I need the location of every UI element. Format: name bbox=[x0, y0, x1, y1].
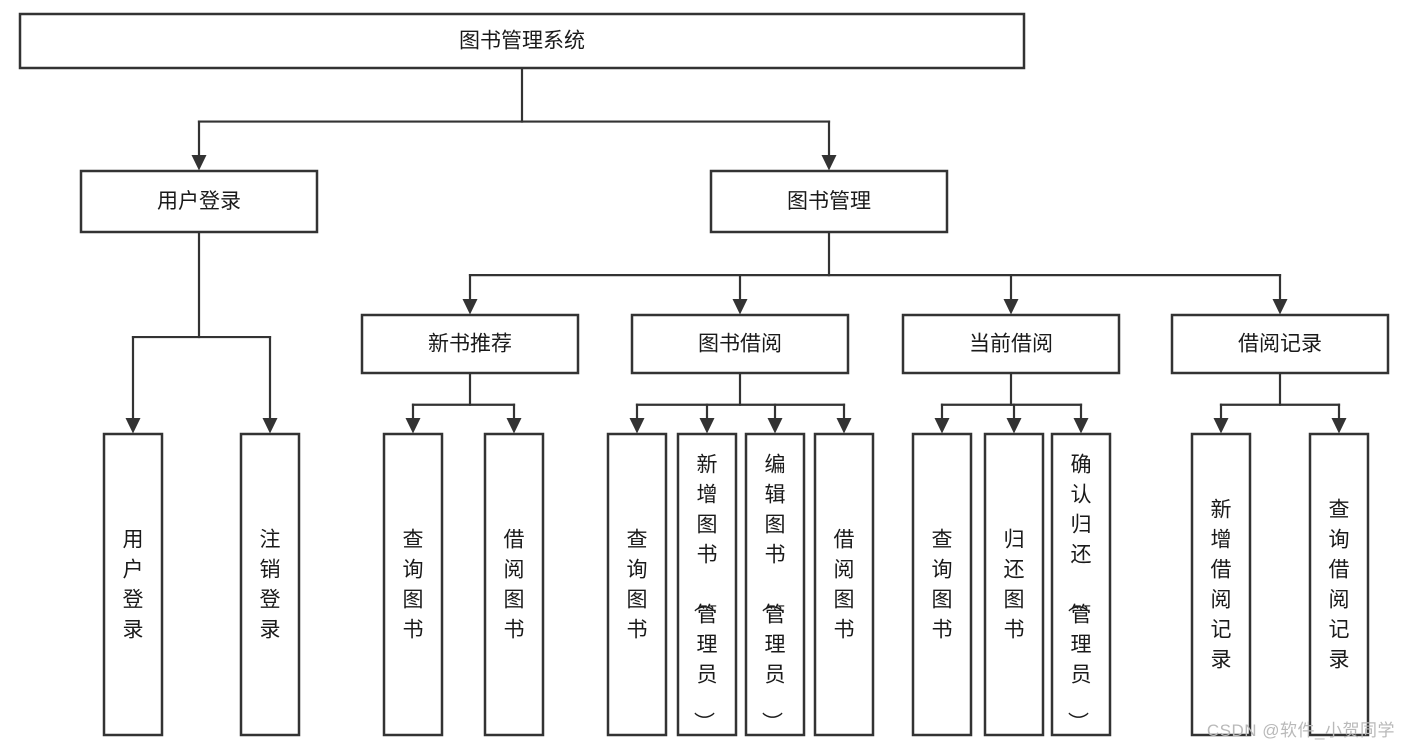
node-box[interactable] bbox=[606, 432, 668, 737]
node-label: 新增借阅记录 bbox=[1211, 499, 1232, 672]
arrow-head-icon bbox=[699, 418, 715, 434]
node-box[interactable] bbox=[1050, 432, 1112, 737]
node-leaf-borrow-4[interactable]: 借阅图书 bbox=[813, 432, 875, 737]
node-bookmgmt[interactable]: 图书管理 bbox=[709, 169, 949, 234]
arrow-head-icon bbox=[629, 418, 645, 434]
node-box[interactable] bbox=[813, 432, 875, 737]
arrow-head-icon bbox=[1006, 418, 1022, 434]
node-box[interactable] bbox=[983, 432, 1045, 737]
node-label: 当前借阅 bbox=[969, 333, 1053, 356]
node-leaf-cur-2[interactable]: 归还图书 bbox=[983, 432, 1045, 737]
node-leaf-borrow-3[interactable]: 编辑图书（管理员） bbox=[744, 432, 806, 737]
node-label: 用户登录 bbox=[123, 529, 144, 642]
arrow-head-icon bbox=[506, 418, 522, 434]
node-layer: 图书管理系统用户登录图书管理新书推荐图书借阅当前借阅借阅记录用户登录注销登录查询… bbox=[18, 12, 1390, 737]
arrow-head-icon bbox=[1272, 299, 1288, 315]
node-label: 新增图书（管理员） bbox=[692, 454, 718, 733]
node-label: 归还图书 bbox=[1004, 529, 1025, 642]
node-box[interactable] bbox=[1308, 432, 1370, 737]
node-label: 确认归还（管理员） bbox=[1066, 454, 1092, 733]
arrow-head-icon bbox=[732, 299, 748, 315]
node-box[interactable] bbox=[102, 432, 164, 737]
node-borrow[interactable]: 图书借阅 bbox=[630, 313, 850, 375]
node-box[interactable] bbox=[676, 432, 738, 737]
arrow-head-icon bbox=[1331, 418, 1347, 434]
node-box[interactable] bbox=[18, 12, 1026, 70]
node-current[interactable]: 当前借阅 bbox=[901, 313, 1121, 375]
node-box[interactable] bbox=[709, 169, 949, 234]
node-leaf-new-2[interactable]: 借阅图书 bbox=[483, 432, 545, 737]
node-label: 借阅图书 bbox=[834, 529, 855, 642]
node-box[interactable] bbox=[382, 432, 444, 737]
node-box[interactable] bbox=[1170, 313, 1390, 375]
node-leaf-cur-3[interactable]: 确认归还（管理员） bbox=[1050, 432, 1112, 737]
node-leaf-rec-1[interactable]: 新增借阅记录 bbox=[1190, 432, 1252, 737]
arrow-head-icon bbox=[767, 418, 783, 434]
node-box[interactable] bbox=[79, 169, 319, 234]
node-label: 编辑图书（管理员） bbox=[760, 454, 786, 733]
arrow-head-icon bbox=[125, 418, 141, 434]
node-leaf-new-1[interactable]: 查询图书 bbox=[382, 432, 444, 737]
node-label: 用户登录 bbox=[157, 190, 241, 213]
node-label: 借阅图书 bbox=[504, 529, 525, 642]
node-leaf-borrow-1[interactable]: 查询图书 bbox=[606, 432, 668, 737]
node-box[interactable] bbox=[483, 432, 545, 737]
node-label: 图书借阅 bbox=[698, 333, 782, 356]
watermark-text: CSDN @软件_小贺同学 bbox=[1206, 721, 1395, 740]
node-label: 查询图书 bbox=[403, 529, 424, 642]
arrow-head-icon bbox=[262, 418, 278, 434]
node-leaf-login-2[interactable]: 注销登录 bbox=[239, 432, 301, 737]
node-leaf-borrow-2[interactable]: 新增图书（管理员） bbox=[676, 432, 738, 737]
node-leaf-rec-2[interactable]: 查询借阅记录 bbox=[1308, 432, 1370, 737]
arrow-head-icon bbox=[462, 299, 478, 315]
node-label: 新书推荐 bbox=[428, 333, 512, 356]
node-label: 查询图书 bbox=[932, 529, 953, 642]
node-root[interactable]: 图书管理系统 bbox=[18, 12, 1026, 70]
node-box[interactable] bbox=[901, 313, 1121, 375]
node-login[interactable]: 用户登录 bbox=[79, 169, 319, 234]
node-label: 图书管理系统 bbox=[459, 30, 585, 53]
node-box[interactable] bbox=[744, 432, 806, 737]
arrow-head-icon bbox=[934, 418, 950, 434]
node-label: 借阅记录 bbox=[1238, 333, 1322, 356]
node-box[interactable] bbox=[911, 432, 973, 737]
node-box[interactable] bbox=[239, 432, 301, 737]
node-box[interactable] bbox=[630, 313, 850, 375]
arrow-head-icon bbox=[1073, 418, 1089, 434]
node-leaf-cur-1[interactable]: 查询图书 bbox=[911, 432, 973, 737]
node-box[interactable] bbox=[1190, 432, 1252, 737]
node-label: 查询借阅记录 bbox=[1329, 499, 1350, 672]
node-newbook[interactable]: 新书推荐 bbox=[360, 313, 580, 375]
connector-layer bbox=[125, 66, 1347, 434]
node-label: 图书管理 bbox=[787, 190, 871, 213]
node-label: 注销登录 bbox=[260, 529, 281, 642]
arrow-head-icon bbox=[405, 418, 421, 434]
arrow-head-icon bbox=[836, 418, 852, 434]
node-records[interactable]: 借阅记录 bbox=[1170, 313, 1390, 375]
arrow-head-icon bbox=[1213, 418, 1229, 434]
node-box[interactable] bbox=[360, 313, 580, 375]
node-leaf-login-1[interactable]: 用户登录 bbox=[102, 432, 164, 737]
node-label: 查询图书 bbox=[627, 529, 648, 642]
arrow-head-icon bbox=[821, 155, 837, 171]
arrow-head-icon bbox=[1003, 299, 1019, 315]
arrow-head-icon bbox=[191, 155, 207, 171]
